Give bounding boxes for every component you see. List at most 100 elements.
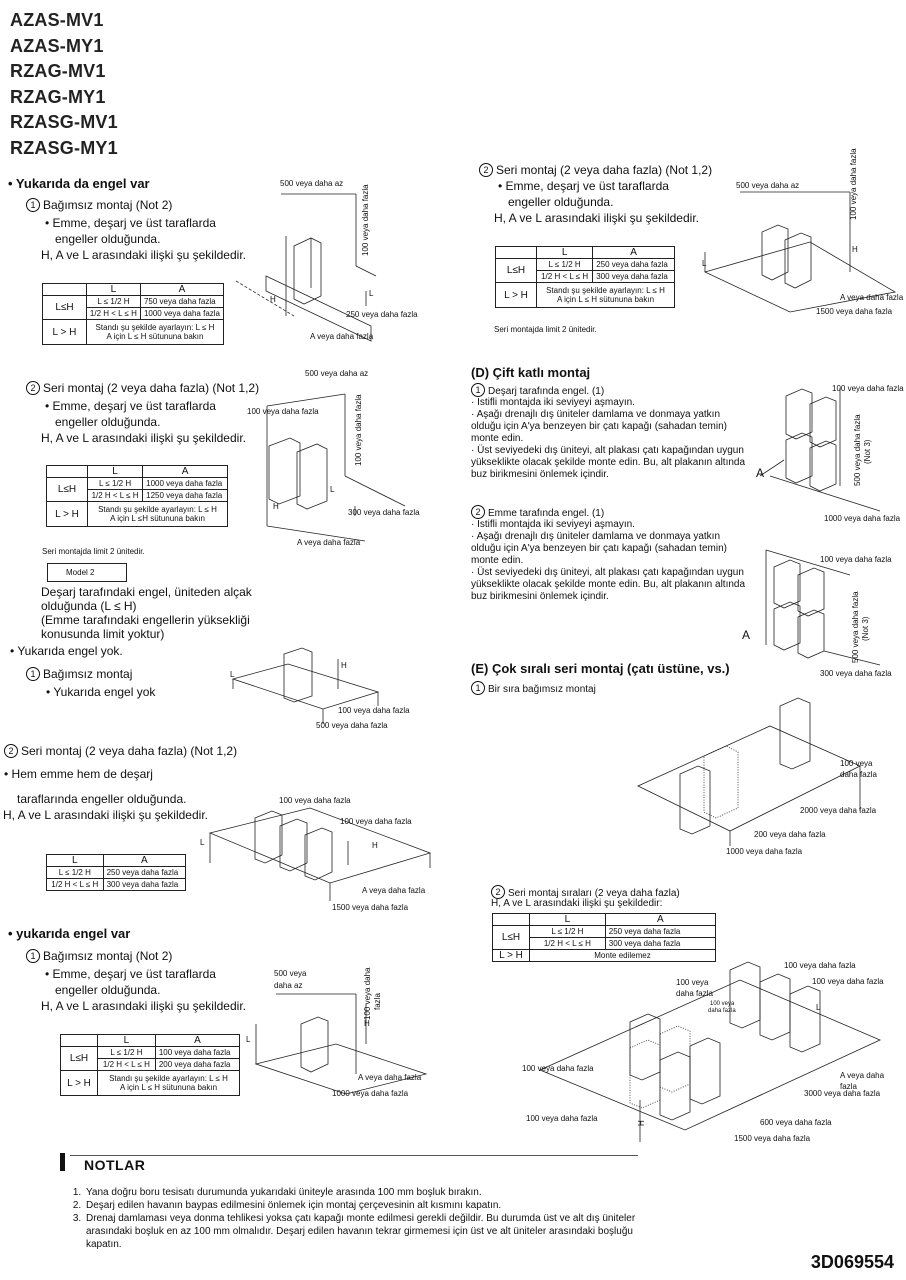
svg-text:300 veya daha fazla: 300 veya daha fazla — [820, 669, 892, 678]
svg-text:daha fazla: daha fazla — [676, 989, 713, 998]
section-title-multi-row: (E) Çok sıralı seri montaj (çatı üstüne,… — [471, 661, 730, 676]
notes-list: Yana doğru boru tesisatı durumunda yukar… — [64, 1186, 644, 1251]
svg-text:A veya daha fazla: A veya daha fazla — [310, 332, 374, 341]
bullet-text: engeller olduğunda. — [55, 415, 161, 429]
multi-row-diagram: 100 veya daha fazla 2000 veya daha fazla… — [637, 697, 877, 856]
relation-text: H, A ve L arasındaki ilişki şu şekildedi… — [41, 999, 246, 1013]
notes-marker — [60, 1153, 65, 1171]
model-name: RZASG-MY1 — [10, 137, 118, 158]
svg-text:100 veya: 100 veya — [840, 759, 873, 768]
svg-text:600 veya daha fazla: 600 veya daha fazla — [760, 1118, 832, 1127]
svg-text:H: H — [270, 295, 276, 304]
bullet-text: engeller olduğunda. — [508, 195, 614, 209]
svg-text:L: L — [816, 1003, 821, 1012]
svg-text:100 veya: 100 veya — [710, 1001, 735, 1007]
svg-text:100 veya daha fazla: 100 veya daha fazla — [526, 1114, 598, 1123]
svg-text:500 veya daha az: 500 veya daha az — [305, 369, 368, 378]
list-item: · İstifli montajda iki seviyeyi aşmayın. — [471, 397, 635, 408]
svg-text:A veya daha fazla: A veya daha fazla — [358, 1073, 422, 1082]
svg-text:1000 veya daha fazla: 1000 veya daha fazla — [332, 1089, 409, 1098]
svg-text:100 veya daha fazla: 100 veya daha fazla — [340, 817, 412, 826]
bullet-text: • Emme, deşarj ve üst taraflarda — [45, 967, 216, 981]
svg-text:200 veya daha fazla: 200 veya daha fazla — [754, 830, 826, 839]
relation-text: H, A ve L arasındaki ilişki şu şekildedi… — [3, 808, 208, 822]
model-2-label: Model 2 — [47, 563, 127, 582]
bullet-text: engeller olduğunda. — [55, 232, 161, 246]
bullet-text: • Emme, deşarj ve üst taraflarda — [498, 179, 669, 193]
model-list: AZAS-MV1 AZAS-MY1 RZAG-MV1 RZAG-MY1 RZAS… — [10, 8, 118, 162]
svg-text:L: L — [369, 289, 374, 298]
double-stack-diagram: 100 veya daha fazla 500 veya daha fazla … — [756, 384, 904, 523]
list-item: · Aşağı drenajlı dış üniteler damlama ve… — [471, 531, 727, 566]
svg-text:1500 veya daha fazla: 1500 veya daha fazla — [332, 903, 409, 912]
svg-text:A: A — [756, 466, 764, 480]
svg-text:fazla: fazla — [373, 993, 382, 1010]
svg-text:H: H — [364, 1019, 370, 1028]
svg-text:daha az: daha az — [274, 981, 302, 990]
svg-text:(Not 3): (Not 3) — [861, 616, 870, 641]
limit-note: Seri montajda limit 2 ünitedir. — [494, 325, 597, 334]
svg-text:500 veya daha az: 500 veya daha az — [736, 181, 799, 190]
svg-text:A veya daha fazla: A veya daha fazla — [840, 293, 904, 302]
clearance-diagram: 500 veya daha az 100 veya daha fazla A v… — [246, 967, 428, 1098]
obstacle-description: Deşarj tarafındaki engel, üniteden alçak… — [41, 585, 252, 641]
list-item: · İstifli montajda iki seviyeyi aşmayın. — [471, 519, 635, 530]
section-title-double-stack: (D) Çift katlı montaj — [471, 365, 591, 380]
svg-text:A veya daha fazla: A veya daha fazla — [362, 886, 426, 895]
svg-text:2000 veya daha fazla: 2000 veya daha fazla — [800, 806, 877, 815]
svg-text:100 veya daha fazla: 100 veya daha fazla — [361, 184, 370, 256]
notes-divider — [70, 1155, 638, 1156]
svg-text:A veya daha: A veya daha — [840, 1071, 885, 1080]
svg-text:A veya daha fazla: A veya daha fazla — [297, 538, 361, 547]
svg-text:L: L — [330, 485, 335, 494]
model-name: RZAG-MY1 — [10, 86, 106, 107]
svg-text:500 veya daha fazla: 500 veya daha fazla — [851, 591, 860, 663]
relation-text: H, A ve L arasındaki ilişki şu şekildedi… — [41, 431, 246, 445]
svg-text:L: L — [230, 670, 235, 679]
model-name: RZAG-MV1 — [10, 61, 106, 82]
model-name: RZASG-MV1 — [10, 112, 118, 133]
svg-text:500 veya daha az: 500 veya daha az — [280, 179, 343, 188]
svg-text:daha fazla: daha fazla — [708, 1008, 736, 1014]
svg-text:L: L — [702, 259, 707, 268]
svg-text:100 veya daha fazla: 100 veya daha fazla — [820, 555, 892, 564]
svg-text:100 veya daha fazla: 100 veya daha fazla — [522, 1064, 594, 1073]
instruction-list: · İstifli montajda iki seviyeyi aşmayın.… — [471, 397, 751, 481]
bullet-text: • Emme, deşarj ve üst taraflarda — [45, 399, 216, 413]
svg-text:250 veya daha fazla: 250 veya daha fazla — [346, 310, 418, 319]
bullet-text: • Yukarıda engel yok — [46, 685, 156, 699]
section-title-obstacle-above: • Yukarıda da engel var — [8, 176, 150, 191]
svg-text:L: L — [246, 1035, 251, 1044]
svg-text:1500 veya daha fazla: 1500 veya daha fazla — [816, 307, 893, 316]
svg-text:A: A — [742, 628, 750, 642]
svg-text:100 veya daha fazla: 100 veya daha fazla — [247, 407, 319, 416]
list-item: · Üst seviyedeki dış üniteyi, alt plakas… — [471, 567, 746, 602]
svg-text:H: H — [341, 661, 347, 670]
svg-text:1000 veya daha fazla: 1000 veya daha fazla — [824, 514, 901, 523]
svg-text:H: H — [273, 502, 279, 511]
relation-text: H, A ve L arasındaki ilişki şu şekildedi… — [41, 248, 246, 262]
document-id: 3D069554 — [810, 1252, 894, 1272]
svg-text:500 veya daha fazla: 500 veya daha fazla — [316, 721, 388, 730]
limit-note: Seri montajda limit 2 ünitedir. — [42, 547, 145, 556]
svg-text:100 veya daha fazla: 100 veya daha fazla — [832, 384, 904, 393]
svg-text:100 veya daha fazla: 100 veya daha fazla — [354, 394, 363, 466]
svg-text:100 veya daha fazla: 100 veya daha fazla — [812, 977, 884, 986]
clearance-diagram: 500 veya daha az 100 veya daha fazla A v… — [702, 148, 904, 316]
double-stack-diagram: 100 veya daha fazla 500 veya daha fazla … — [742, 549, 892, 678]
clearance-diagram: 100 veya daha fazla 100 veya daha fazla … — [200, 796, 432, 912]
relation-text: H, A ve L arasındaki ilişki şu şekildedi… — [491, 898, 663, 909]
